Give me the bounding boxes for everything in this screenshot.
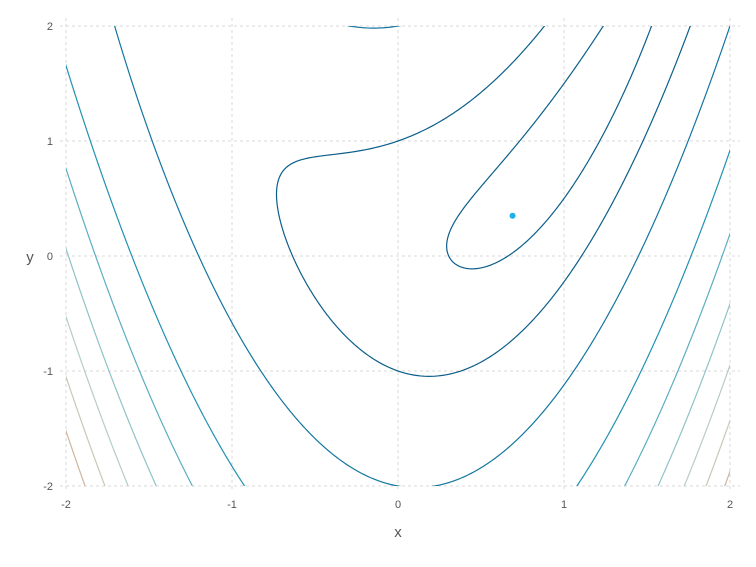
x-tick-label: -1 [227, 499, 237, 511]
y-tick-label: -2 [43, 481, 53, 493]
contour-line-4 [66, 166, 730, 486]
contour-line-8 [66, 429, 730, 486]
contour-line-5 [66, 246, 730, 486]
marker-layer [509, 212, 516, 219]
contour-line-0 [446, 26, 653, 270]
y-tick-label: -1 [43, 366, 53, 378]
y-axis-title: y [26, 249, 34, 266]
grid [60, 18, 740, 492]
contour-line-7 [66, 374, 730, 486]
contour-line-1 [275, 26, 691, 377]
y-tick-label: 2 [47, 21, 53, 33]
x-tick-label: 0 [395, 499, 401, 511]
marker-point [509, 212, 516, 219]
contour-line-2 [114, 26, 730, 486]
contour-lines [58, 26, 730, 492]
y-tick-label: 1 [47, 136, 53, 148]
y-tick-label: 0 [47, 251, 53, 263]
x-tick-label: 1 [561, 499, 567, 511]
contour-line-3 [66, 63, 730, 486]
x-tick-label: -2 [61, 499, 71, 511]
contour-line-6 [66, 314, 730, 486]
x-axis-title: x [394, 524, 402, 541]
x-tick-label: 2 [727, 499, 733, 511]
contour-line-9 [58, 466, 67, 492]
tick-labels: -2 -1 0 1 2 -2 -1 0 1 2 [43, 21, 733, 511]
